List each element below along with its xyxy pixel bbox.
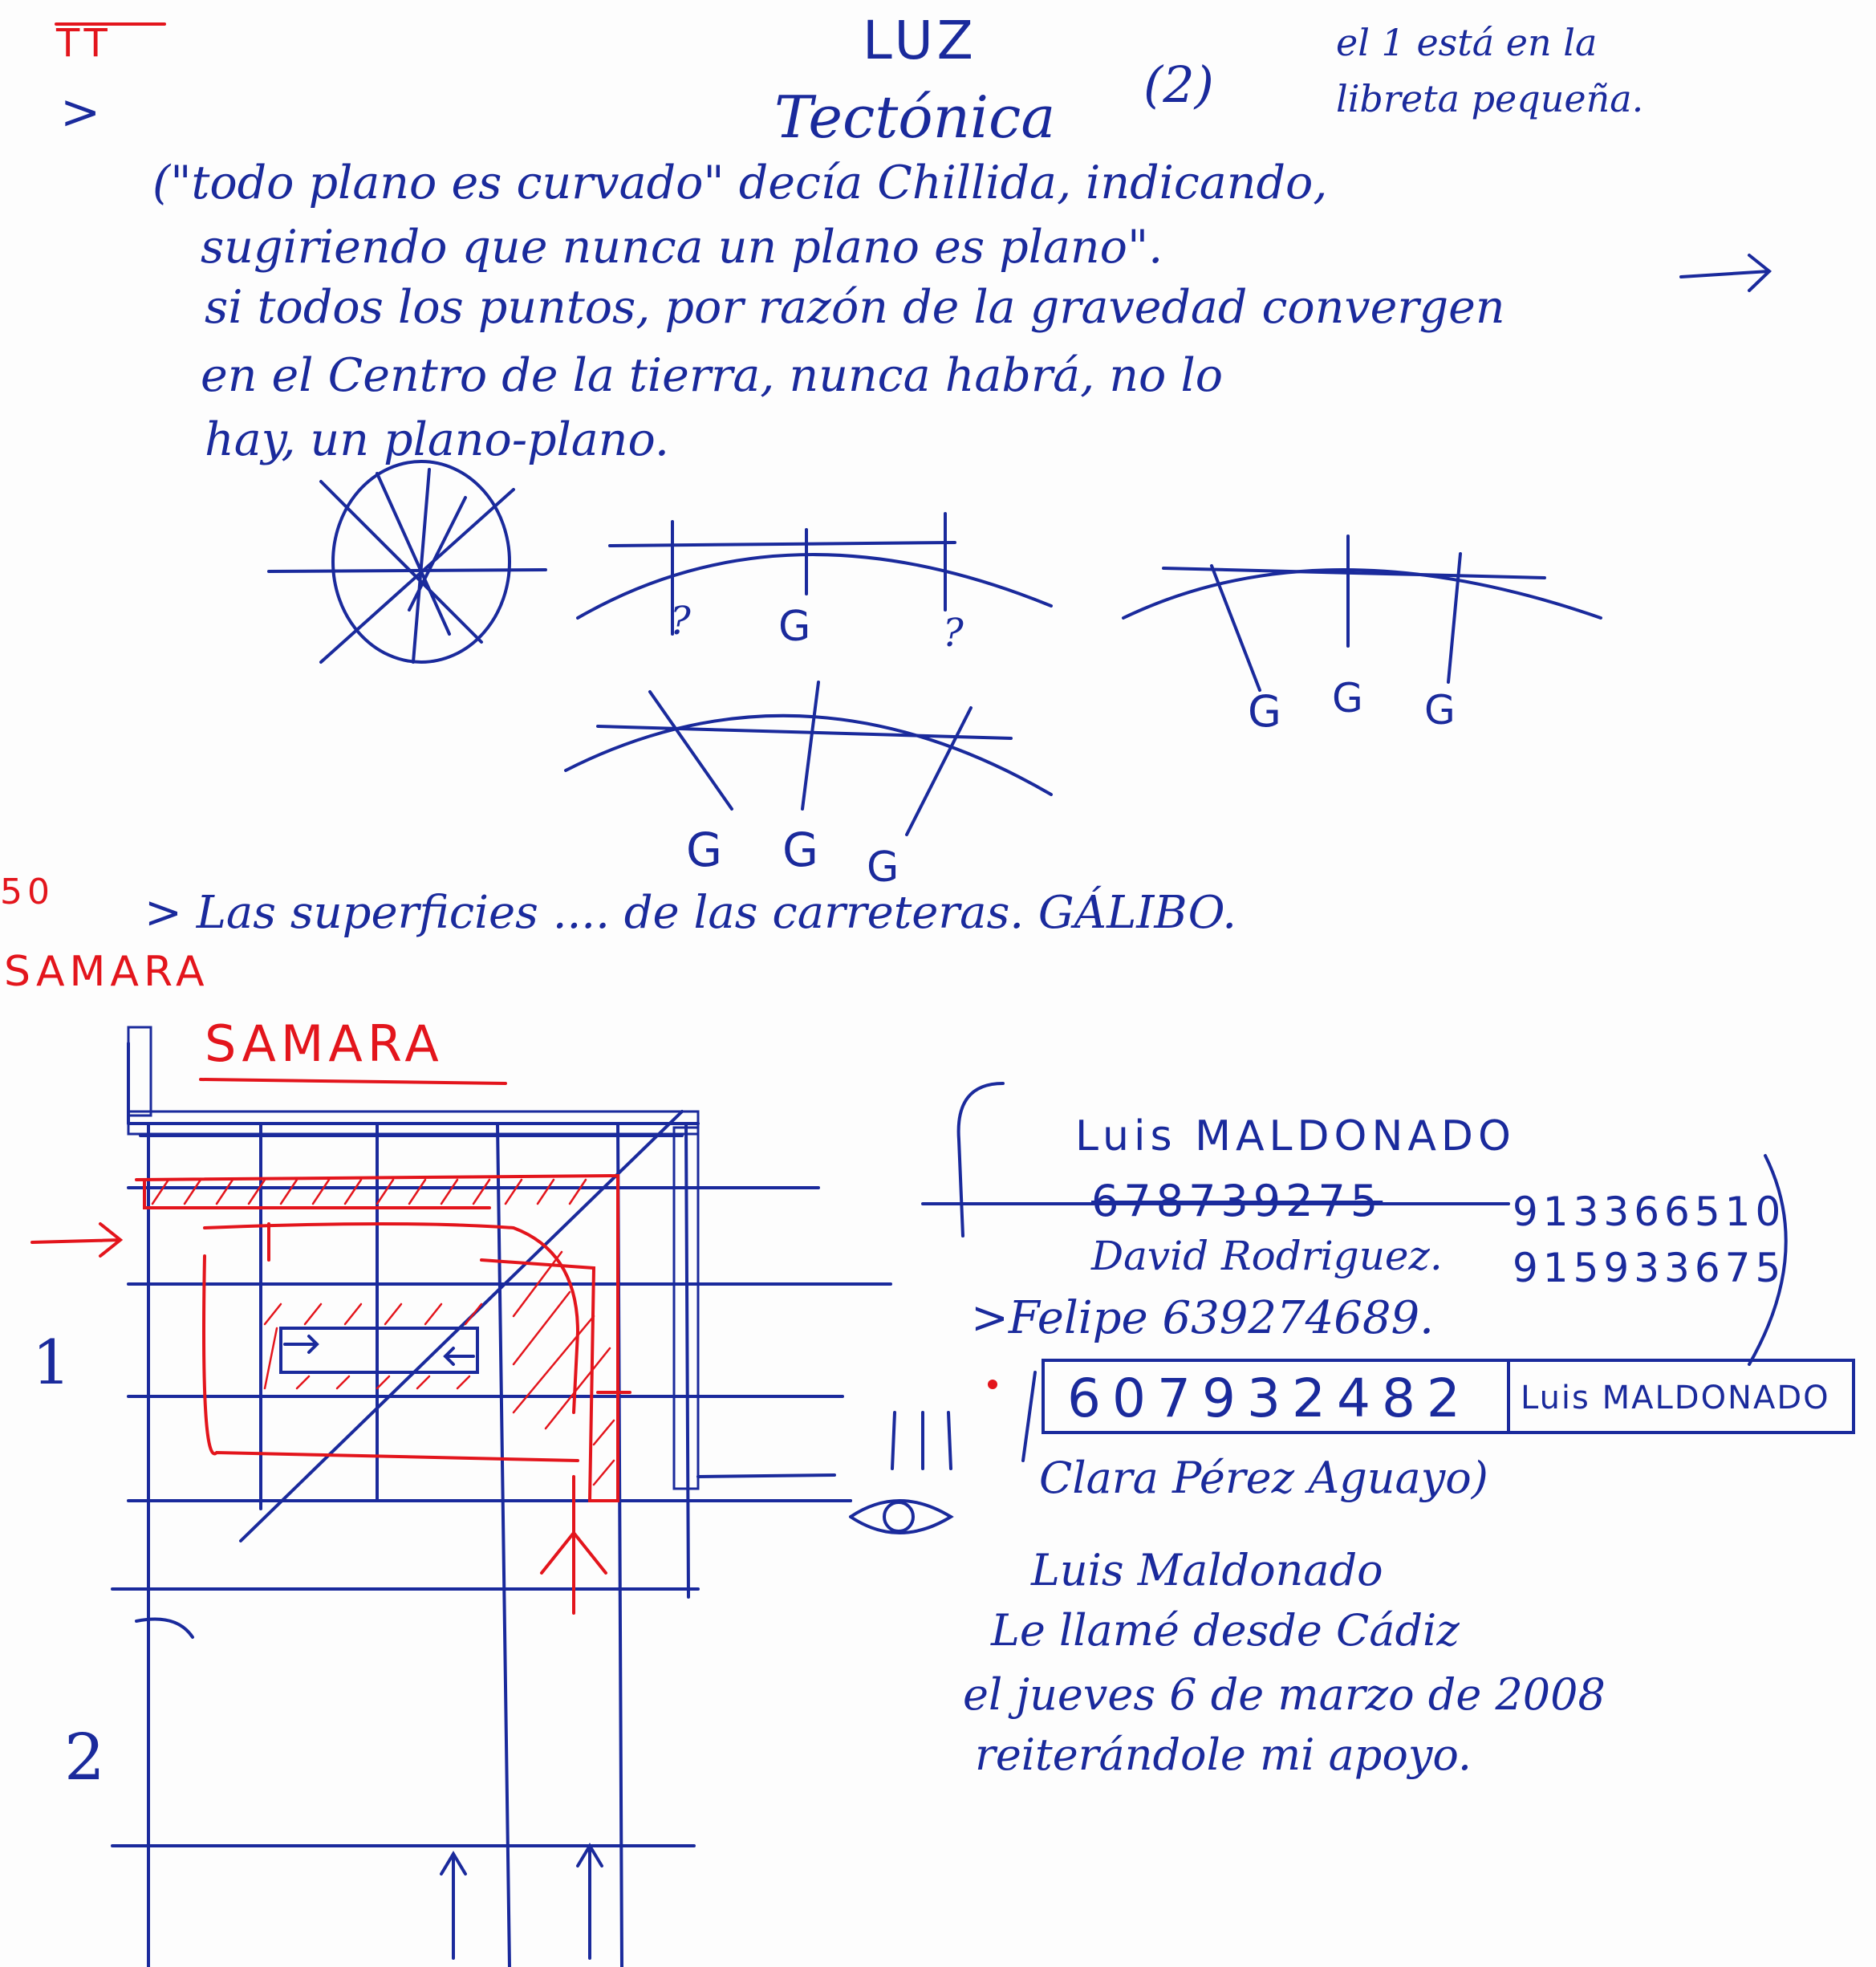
arrow-right-icon xyxy=(1679,254,1772,292)
contact-note-4: reiterándole mi apoyo. xyxy=(975,1729,1472,1780)
phone-box xyxy=(1042,1359,1855,1434)
contact-boxed-number: 607932482 xyxy=(1067,1368,1472,1429)
page-number-50: 50 xyxy=(0,872,55,912)
arrow-mark: > xyxy=(60,84,101,140)
paragraph-line-5: hay, un plano-plano. xyxy=(205,413,669,466)
hatched-walls-blue xyxy=(127,1026,700,1490)
sketch-label-q-left: ? xyxy=(670,599,691,644)
arc-sketch-right xyxy=(1122,534,1602,692)
contact-luis-maldonado: Luis MALDONADO xyxy=(1075,1112,1516,1160)
red-dot xyxy=(988,1380,997,1389)
samara-title: SAMARA xyxy=(205,1014,444,1073)
corner-mark: TT xyxy=(56,21,112,66)
contact-david: David Rodriguez. xyxy=(1091,1233,1443,1279)
paragraph-line-1: ("todo plano es curvado" decía Chillida,… xyxy=(152,156,1328,209)
sketch-label-g-bottom-3: G xyxy=(867,843,904,892)
contact-note-2: Le llamé desde Cádiz xyxy=(991,1605,1460,1656)
contacts-bracket-right xyxy=(1748,1154,1788,1366)
floor-plan-grid xyxy=(111,1042,892,1967)
title-tectonica: Tectónica xyxy=(774,83,1056,151)
contacts-bracket xyxy=(956,1082,1005,1238)
sketch-label-g-right-1: G xyxy=(1248,686,1286,737)
note-notebook-line2: libreta pequeña. xyxy=(1336,77,1644,120)
sketch-label-g-right-2: G xyxy=(1332,675,1368,721)
sketch-label-g-bottom-1: G xyxy=(686,823,727,877)
contact-note-3: el jueves 6 de marzo de 2008 xyxy=(963,1669,1606,1720)
contact-boxed-name: Luis MALDONADO xyxy=(1521,1380,1830,1416)
paragraph-line-4: en el Centro de la tierra, nunca habrá, … xyxy=(201,349,1224,402)
sketch-label-g-bottom-2: G xyxy=(782,823,823,877)
contact-felipe: >Felipe 639274689. xyxy=(971,1292,1434,1344)
sketch-label-q-right: ? xyxy=(943,611,964,656)
paragraph-line-2: sugiriendo que nunca un plano es plano". xyxy=(201,221,1163,274)
note-notebook-line1: el 1 está en la xyxy=(1336,21,1598,64)
contact-struck-number: 678739275 xyxy=(1091,1176,1383,1226)
arc-sketch-top xyxy=(576,512,1053,636)
contact-note-1: Luis Maldonado xyxy=(1031,1545,1383,1595)
plan-label-1: 1 xyxy=(32,1327,71,1398)
eye-icon xyxy=(849,1499,954,1534)
paragraph-line-3: si todos los puntos, por razón de la gra… xyxy=(205,281,1505,334)
contact-phone-2: 915933675 xyxy=(1513,1245,1786,1291)
sketch-label-g-right-3: G xyxy=(1424,687,1460,734)
contact-clara: Clara Pérez Aguayo) xyxy=(1039,1453,1488,1503)
plan-label-2: 2 xyxy=(64,1720,105,1794)
red-annotations xyxy=(30,22,631,1615)
gravity-circle-sketch xyxy=(267,460,547,664)
arc-sketch-bottom xyxy=(564,681,1053,836)
contact-phone-1: 913366510 xyxy=(1513,1189,1786,1235)
samara-margin: SAMARA xyxy=(4,948,209,996)
sketch-label-g-mid: G xyxy=(778,603,816,651)
title-luz: LUZ xyxy=(863,10,978,71)
surfaces-line: > Las superficies .... de las carreteras… xyxy=(144,887,1237,939)
title-number: (2) xyxy=(1143,55,1214,114)
